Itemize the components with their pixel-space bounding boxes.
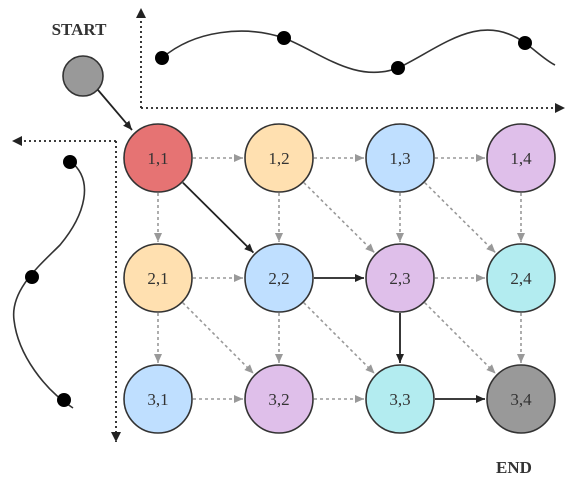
node-label: 2,2 bbox=[268, 269, 289, 288]
node-3-1: 3,1 bbox=[123, 364, 193, 434]
edge-2-3-to-3-4 bbox=[424, 302, 497, 375]
top-sequence-wave bbox=[161, 29, 556, 74]
node-circle bbox=[486, 364, 556, 434]
node-label: 3,2 bbox=[268, 390, 289, 409]
node-circle bbox=[123, 243, 193, 313]
node-3-2: 3,2 bbox=[244, 364, 314, 434]
top-wave-point bbox=[277, 31, 291, 45]
node-circle bbox=[244, 364, 314, 434]
node-label: 1,1 bbox=[147, 149, 168, 168]
start-edge bbox=[97, 89, 133, 131]
node-2-4: 2,4 bbox=[486, 243, 556, 313]
edge-2-2-to-3-3 bbox=[303, 302, 376, 375]
node-circle bbox=[244, 243, 314, 313]
node-1-2: 1,2 bbox=[244, 123, 314, 193]
node-label: 2,3 bbox=[389, 269, 410, 288]
edge-2-1-to-3-2 bbox=[182, 302, 255, 375]
node-1-4: 1,4 bbox=[486, 123, 556, 193]
start-label: START bbox=[52, 20, 107, 39]
node-label: 3,4 bbox=[510, 390, 532, 409]
node-circle bbox=[244, 123, 314, 193]
node-1-1: 1,1 bbox=[123, 123, 193, 193]
dashed-edges bbox=[154, 154, 525, 403]
top-sequence-axis bbox=[136, 8, 565, 113]
left-sequence-wave bbox=[12, 160, 86, 409]
node-2-3: 2,3 bbox=[365, 243, 435, 313]
node-label: 1,4 bbox=[510, 149, 532, 168]
node-circle bbox=[365, 123, 435, 193]
node-label: 2,4 bbox=[510, 269, 532, 288]
start-group: START bbox=[52, 20, 133, 131]
left-wave-point bbox=[25, 270, 39, 284]
start-node bbox=[62, 55, 104, 97]
left-wave-point bbox=[57, 393, 71, 407]
edge-1-3-to-2-4 bbox=[424, 182, 497, 254]
node-3-3: 3,3 bbox=[365, 364, 435, 434]
grid-nodes: 1,1 1,2 1,3 1,4 2,1 2,2 2,3 2,4 3,1 3,2 3,3 3,4 bbox=[123, 123, 556, 434]
left-sequence-axis bbox=[12, 136, 121, 442]
node-label: 3,3 bbox=[389, 390, 410, 409]
top-wave-point bbox=[518, 36, 532, 50]
node-circle bbox=[365, 364, 435, 434]
node-label: 2,1 bbox=[147, 269, 168, 288]
top-wave-point bbox=[155, 51, 169, 65]
node-1-3: 1,3 bbox=[365, 123, 435, 193]
node-circle bbox=[486, 123, 556, 193]
left-wave-point bbox=[63, 155, 77, 169]
top-wave-point bbox=[391, 61, 405, 75]
node-2-2: 2,2 bbox=[244, 243, 314, 313]
node-circle bbox=[365, 243, 435, 313]
edge-1-2-to-2-3 bbox=[303, 182, 376, 254]
node-3-4: 3,4 bbox=[486, 364, 556, 434]
node-circle bbox=[486, 243, 556, 313]
solid-path-edges bbox=[182, 182, 485, 403]
node-circle bbox=[123, 364, 193, 434]
node-label: 1,2 bbox=[268, 149, 289, 168]
node-circle bbox=[123, 123, 193, 193]
node-2-1: 2,1 bbox=[123, 243, 193, 313]
node-label: 1,3 bbox=[389, 149, 410, 168]
path-edge-1-1-to-2-2 bbox=[182, 182, 255, 254]
node-label: 3,1 bbox=[147, 390, 168, 409]
end-label: END bbox=[496, 458, 532, 477]
